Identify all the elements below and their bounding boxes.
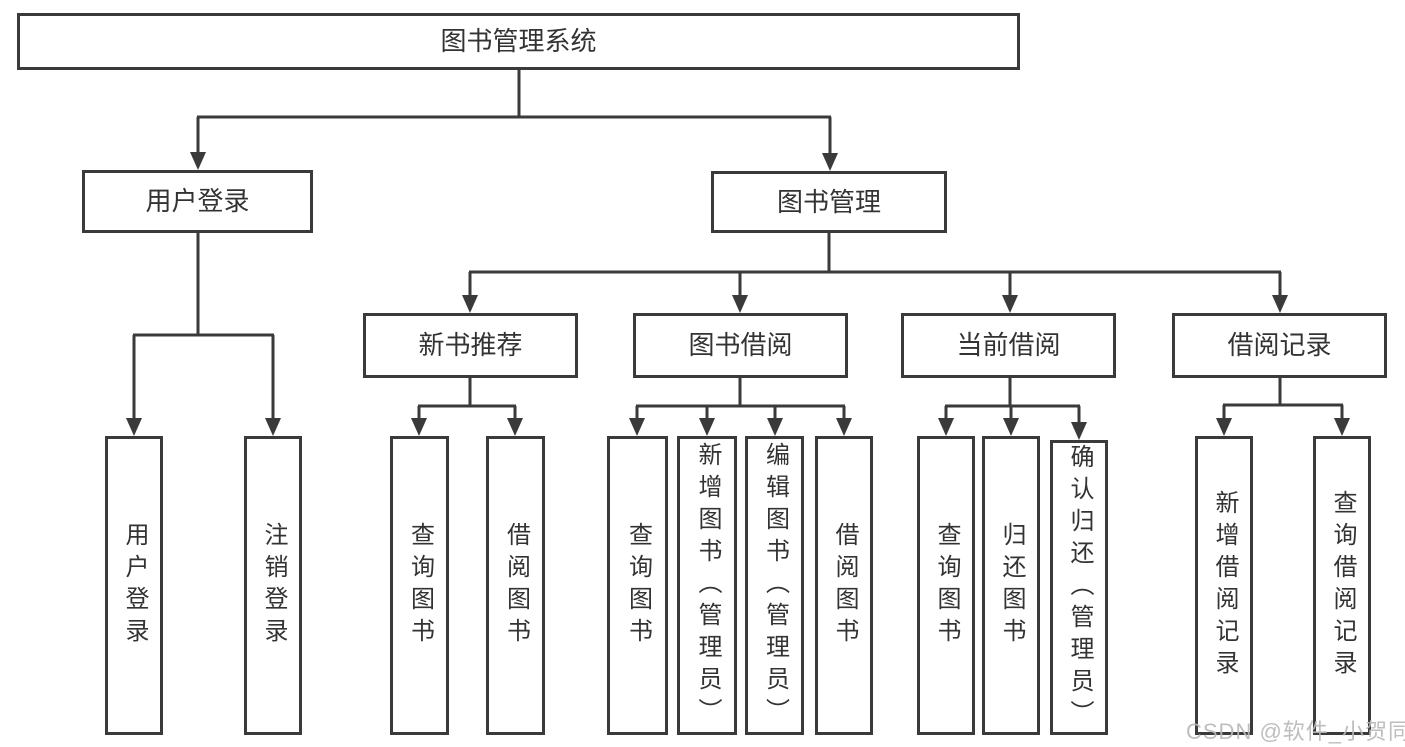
leaf-label: 注销登录	[260, 521, 287, 650]
leaf-label: 新增图书（管理员）	[694, 441, 721, 730]
leaf-label: 借阅图书	[831, 521, 858, 650]
connector-newbook-to-leaves	[417, 378, 517, 420]
leaf-add-borrow-record: 新增借阅记录	[1195, 436, 1253, 735]
leaf-logout: 注销登录	[244, 436, 302, 735]
leaf-label: 查询借阅记录	[1329, 489, 1356, 682]
node-label: 图书借阅	[688, 330, 793, 361]
leaf-query-borrow-record: 查询借阅记录	[1313, 436, 1371, 735]
leaf-edit-books-admin: 编辑图书（管理员）	[745, 436, 804, 735]
connector-bookmgmt-to-level3	[468, 232, 1282, 297]
leaf-label: 确认归还（管理员）	[1066, 443, 1093, 732]
csdn-watermark: CSDN @软件_小贺同学	[1186, 719, 1405, 744]
leaf-label: 查询图书	[406, 521, 434, 650]
leaf-return-books: 归还图书	[982, 436, 1040, 735]
leaf-label: 归还图书	[998, 521, 1025, 650]
node-label: 图书管理系统	[440, 26, 597, 57]
leaf-add-books-admin: 新增图书（管理员）	[677, 436, 737, 735]
node-user-login: 用户登录	[82, 170, 313, 233]
leaf-label: 用户登录	[121, 521, 148, 650]
node-book-borrowing: 图书借阅	[633, 313, 848, 378]
leaf-borrow-books: 借阅图书	[815, 436, 873, 735]
node-book-management: 图书管理	[711, 171, 947, 233]
leaf-borrow-books-recommend: 借阅图书	[486, 436, 545, 735]
leaf-label: 新增借阅记录	[1211, 489, 1238, 682]
node-label: 借阅记录	[1227, 330, 1332, 361]
leaf-label: 编辑图书（管理员）	[761, 441, 789, 730]
connector-bookborrow-to-leaves	[635, 378, 846, 420]
connector-borrowrecords-to-leaves	[1222, 378, 1344, 420]
node-library-management-system: 图书管理系统	[17, 13, 1020, 70]
leaf-query-books-borrowing: 查询图书	[607, 436, 668, 735]
node-borrowing-records: 借阅记录	[1172, 313, 1387, 378]
connector-userlogin-to-leaves	[132, 233, 275, 420]
node-new-book-recommendation: 新书推荐	[363, 313, 578, 378]
leaf-query-books-current: 查询图书	[917, 436, 975, 735]
leaf-label: 查询图书	[624, 521, 652, 650]
leaf-user-login: 用户登录	[105, 436, 163, 735]
leaf-label: 查询图书	[933, 521, 960, 650]
node-label: 用户登录	[145, 186, 250, 217]
leaf-query-books-recommend: 查询图书	[390, 436, 449, 735]
connector-currentborrow-to-leaves	[944, 378, 1081, 424]
node-label: 图书管理	[776, 186, 881, 217]
node-current-borrowing: 当前借阅	[901, 313, 1116, 378]
leaf-confirm-return-admin: 确认归还（管理员）	[1050, 440, 1108, 735]
connector-root-to-level2	[196, 70, 832, 155]
node-label: 当前借阅	[956, 330, 1061, 361]
node-label: 新书推荐	[418, 330, 523, 361]
leaf-label: 借阅图书	[502, 521, 530, 650]
